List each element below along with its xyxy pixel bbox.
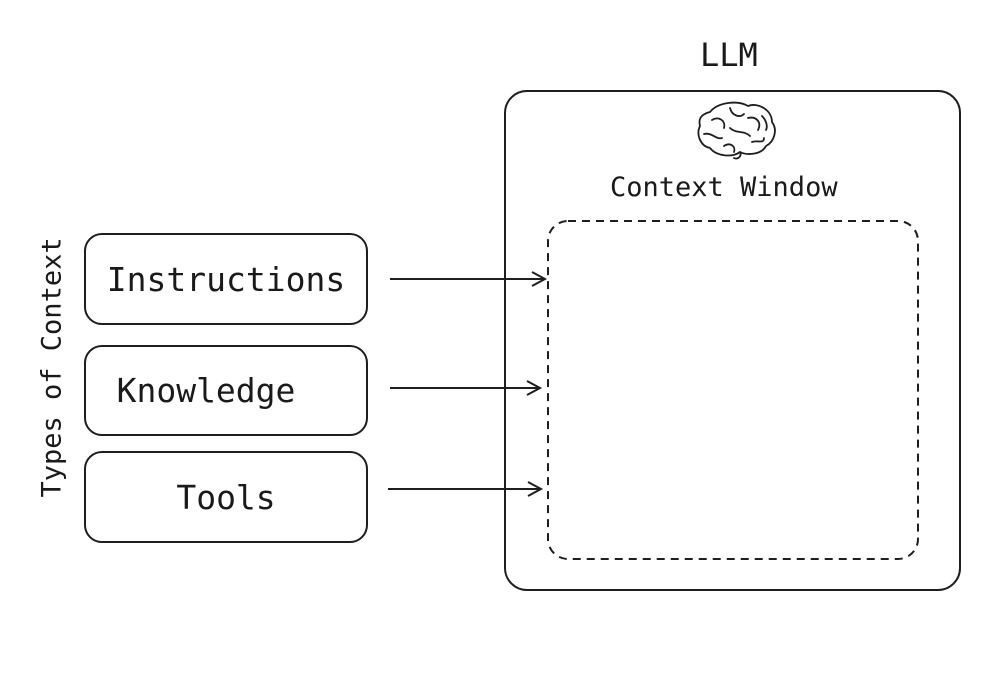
context-window-box: [547, 220, 919, 560]
brain-icon: [697, 101, 776, 160]
llm-box: [504, 90, 961, 591]
types-of-context-label: Types of Context: [36, 237, 68, 498]
knowledge-label: Knowledge: [116, 371, 296, 410]
instructions-label: Instructions: [106, 259, 346, 299]
arrow-knowledge: [390, 380, 543, 396]
tools-label: Tools: [176, 477, 276, 517]
llm-title: LLM: [700, 36, 758, 74]
tools-box: Tools: [84, 451, 368, 543]
instructions-box: Instructions: [84, 233, 368, 325]
knowledge-box: Knowledge: [84, 345, 368, 436]
context-window-label: Context Window: [610, 172, 838, 203]
arrow-tools: [388, 481, 544, 497]
arrow-instructions: [390, 271, 548, 287]
